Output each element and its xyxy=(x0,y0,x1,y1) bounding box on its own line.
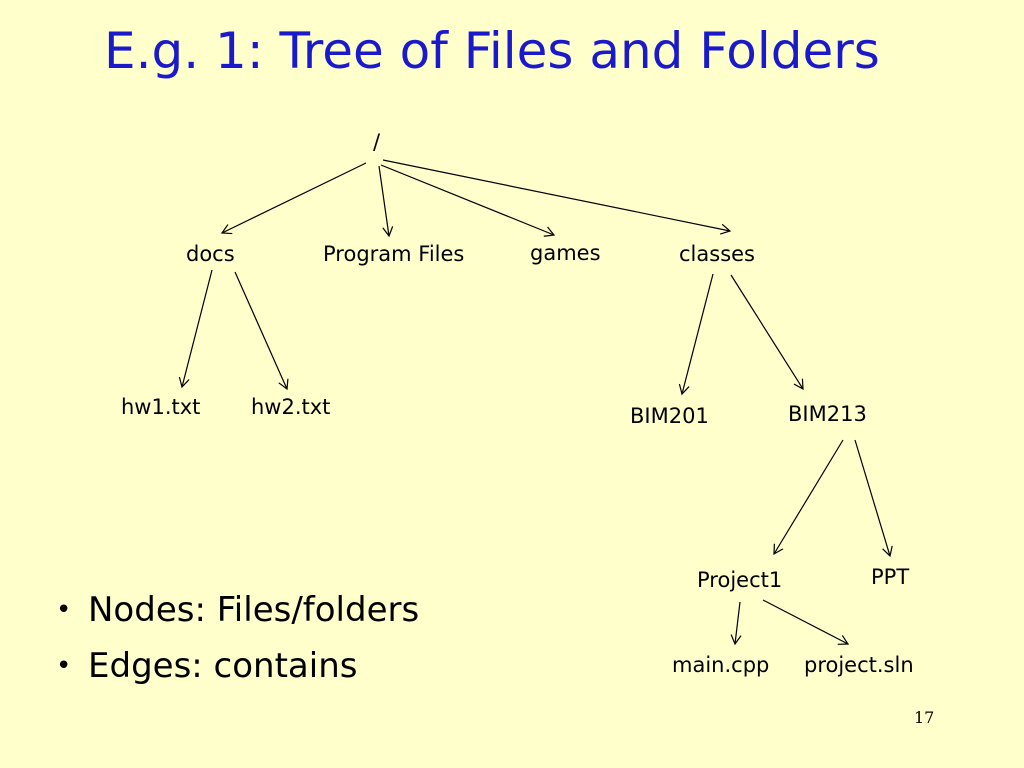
edge-docs-hw2 xyxy=(234,271,289,391)
node-ppt: PPT xyxy=(871,565,910,589)
node-docs: docs xyxy=(186,242,235,266)
page-number: 17 xyxy=(914,708,935,727)
node-main-cpp: main.cpp xyxy=(672,653,770,677)
bullet-list: • Nodes: Files/folders • Edges: contains xyxy=(56,588,419,700)
edge-root-program-files xyxy=(378,165,394,238)
edge-bim213-ppt xyxy=(854,439,893,558)
bullet-dot: • xyxy=(56,651,72,681)
node-bim201: BIM201 xyxy=(630,404,709,428)
node-hw2-txt: hw2.txt xyxy=(251,395,331,419)
bullet-item: • Edges: contains xyxy=(56,644,419,700)
node-hw1-txt: hw1.txt xyxy=(121,395,201,419)
node-root: / xyxy=(373,130,381,154)
node-bim213: BIM213 xyxy=(788,402,867,426)
bullet-text: Edges: contains xyxy=(88,646,358,686)
edge-root-docs xyxy=(220,162,367,235)
bullet-item: • Nodes: Files/folders xyxy=(56,588,419,644)
edge-classes-bim201 xyxy=(678,273,714,396)
bullet-dot: • xyxy=(56,595,72,625)
edge-project1-main-cpp xyxy=(730,601,742,646)
node-games: games xyxy=(530,241,601,265)
edge-root-classes xyxy=(382,159,732,235)
edge-root-games xyxy=(380,164,556,237)
edge-bim213-project1 xyxy=(773,439,844,556)
slide-title: E.g. 1: Tree of Files and Folders xyxy=(104,22,880,80)
node-project1: Project1 xyxy=(697,568,783,592)
node-program-files: Program Files xyxy=(323,242,465,266)
edge-classes-bim213 xyxy=(730,274,804,391)
bullet-text: Nodes: Files/folders xyxy=(88,590,420,630)
node-project-sln: project.sln xyxy=(804,653,914,677)
edge-project1-project-sln xyxy=(762,599,850,645)
edge-docs-hw1 xyxy=(178,269,213,389)
node-classes: classes xyxy=(679,242,755,266)
